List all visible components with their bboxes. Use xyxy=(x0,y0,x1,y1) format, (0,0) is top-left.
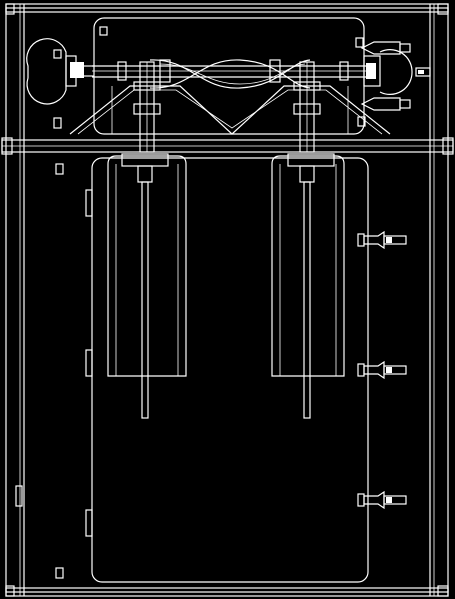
middle-beam xyxy=(1,137,454,155)
fitting-lower xyxy=(357,490,407,510)
right-tank xyxy=(271,153,345,419)
right-end-cap xyxy=(360,41,431,111)
fitting-upper xyxy=(357,230,407,250)
upper-compartment xyxy=(26,17,431,153)
outer-frame xyxy=(5,3,449,597)
right-side-fittings xyxy=(357,230,407,510)
lower-compartment xyxy=(15,157,369,583)
left-end-cap xyxy=(26,38,94,105)
support-truss xyxy=(69,85,391,135)
fitting-middle xyxy=(357,360,407,380)
crossover-pipe xyxy=(92,59,372,153)
left-tank xyxy=(107,153,187,419)
